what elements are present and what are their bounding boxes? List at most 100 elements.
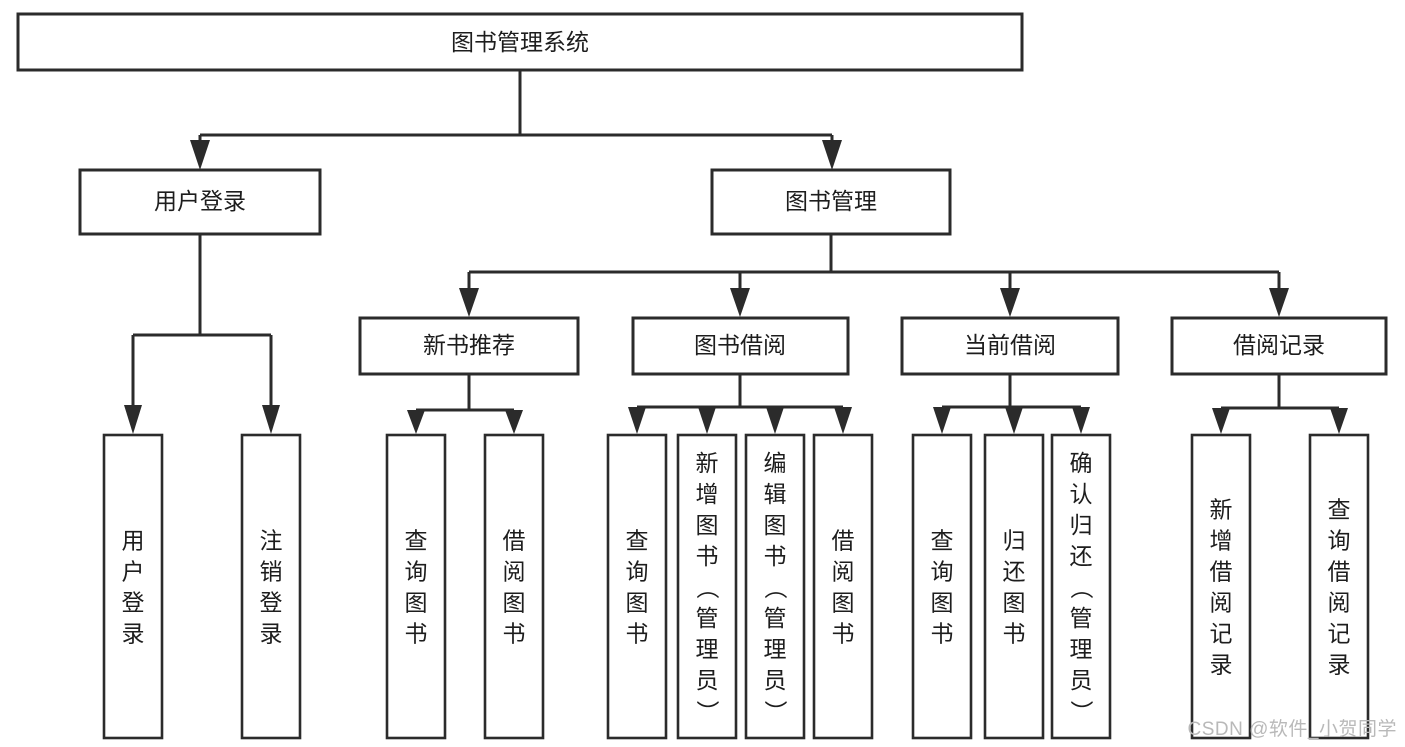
leaf-query-book-current-rect[interactable] — [911, 433, 973, 740]
leaf-node[interactable] — [102, 433, 164, 740]
node-borrow-record-rect[interactable] — [1170, 316, 1388, 376]
arrowhead-borrowrecord-leaf-2 — [1330, 408, 1348, 434]
svg-text:归: 归 — [1003, 528, 1026, 554]
svg-text:图: 图 — [832, 590, 855, 616]
leaf-query-book-borrow-rect[interactable] — [606, 433, 668, 740]
svg-text:管: 管 — [764, 605, 787, 631]
leaf-node[interactable] — [240, 433, 302, 740]
node-user-login-rect[interactable] — [78, 168, 322, 236]
leaf-node[interactable] — [1050, 433, 1112, 740]
svg-text:书: 书 — [764, 543, 787, 569]
leaf-user-login-rect[interactable] — [102, 433, 164, 740]
leaf-query-book-newrec-rect[interactable] — [385, 433, 447, 740]
svg-text:阅: 阅 — [1210, 590, 1233, 616]
svg-text:）: ） — [762, 700, 788, 723]
svg-text:登: 登 — [122, 590, 145, 616]
svg-text:增: 增 — [696, 481, 719, 507]
svg-text:阅: 阅 — [832, 559, 855, 585]
svg-text:录: 录 — [1210, 652, 1233, 678]
node-user-login[interactable]: 用户登录 — [78, 168, 322, 236]
svg-text:图: 图 — [764, 512, 787, 538]
svg-text:询: 询 — [626, 559, 649, 585]
node-root-rect[interactable] — [16, 12, 1024, 72]
svg-text:管: 管 — [1070, 605, 1093, 631]
leaf-logout-rect[interactable] — [240, 433, 302, 740]
node-borrow-record[interactable]: 借阅记录 — [1170, 316, 1388, 376]
node-current-borrow-label: 当前借阅 — [964, 332, 1056, 358]
svg-text:（: （ — [1068, 576, 1094, 599]
svg-text:书: 书 — [832, 621, 855, 647]
svg-text:询: 询 — [405, 559, 428, 585]
arrowhead-book-mgmt — [822, 140, 842, 170]
arrowhead-bookborrow-leaf-4 — [834, 407, 852, 434]
svg-text:录: 录 — [260, 621, 283, 647]
leaf-node[interactable] — [983, 433, 1045, 740]
arrowhead-book-borrow — [730, 288, 750, 317]
leaf-add-borrow-record-rect[interactable] — [1190, 433, 1252, 740]
arrowhead-borrowrecord-leaf-1 — [1212, 408, 1230, 434]
arrowhead-user-login — [190, 140, 210, 170]
arrowhead-leaf-logout — [262, 405, 280, 434]
svg-text:新: 新 — [696, 450, 719, 476]
svg-text:认: 认 — [1070, 481, 1093, 507]
leaf-node[interactable] — [744, 433, 806, 740]
node-book-borrow[interactable]: 图书借阅 — [631, 316, 850, 376]
svg-text:员: 员 — [764, 667, 787, 693]
svg-text:查: 查 — [626, 528, 649, 554]
leaf-label-layer: 用户登录注销登录查询图书借阅图书查询图书新增图书（管理员）编辑图书（管理员）借阅… — [122, 450, 1351, 723]
leaf-edit-book-admin-rect[interactable] — [744, 433, 806, 740]
leaf-add-book-admin-rect[interactable] — [676, 433, 738, 740]
node-book-management-rect[interactable] — [710, 168, 952, 236]
svg-text:）: ） — [1068, 700, 1094, 723]
svg-text:书: 书 — [1003, 621, 1026, 647]
leaf-borrow-book-rect[interactable] — [812, 433, 874, 740]
node-book-borrow-rect[interactable] — [631, 316, 850, 376]
arrowhead-bookborrow-leaf-1 — [628, 407, 646, 434]
leaf-query-borrow-record-rect[interactable] — [1308, 433, 1370, 740]
leaf-return-book-rect[interactable] — [983, 433, 1045, 740]
svg-text:图: 图 — [626, 590, 649, 616]
svg-text:阅: 阅 — [1328, 590, 1351, 616]
leaf-node[interactable] — [483, 433, 545, 740]
arrowhead-leaf-user-login — [124, 405, 142, 434]
leaf-node[interactable] — [812, 433, 874, 740]
leaf-node[interactable] — [1190, 433, 1252, 740]
leaf-borrow-book-newrec-rect[interactable] — [483, 433, 545, 740]
node-root[interactable]: 图书管理系统 — [16, 12, 1024, 72]
svg-text:图: 图 — [696, 512, 719, 538]
svg-text:管: 管 — [696, 605, 719, 631]
node-root-label: 图书管理系统 — [451, 29, 589, 55]
node-current-borrow-rect[interactable] — [900, 316, 1120, 376]
leaf-node[interactable] — [911, 433, 973, 740]
node-new-book-recommend-rect[interactable] — [358, 316, 580, 376]
node-book-borrow-label: 图书借阅 — [694, 332, 786, 358]
svg-text:借: 借 — [1210, 559, 1233, 585]
svg-text:（: （ — [694, 576, 720, 599]
leaf-node[interactable] — [606, 433, 668, 740]
leaf-node[interactable] — [1308, 433, 1370, 740]
node-borrow-record-label: 借阅记录 — [1233, 332, 1325, 358]
arrowhead-bookborrow-leaf-2 — [698, 407, 716, 434]
svg-text:书: 书 — [696, 543, 719, 569]
node-new-book-recommend-label: 新书推荐 — [423, 332, 515, 358]
svg-text:查: 查 — [405, 528, 428, 554]
leaf-node[interactable] — [676, 433, 738, 740]
svg-text:书: 书 — [405, 621, 428, 647]
arrowhead-currentborrow-leaf-1 — [933, 407, 951, 434]
svg-text:编: 编 — [764, 450, 787, 476]
svg-text:查: 查 — [1328, 497, 1351, 523]
leaf-confirm-return-admin-rect[interactable] — [1050, 433, 1112, 740]
leaf-node[interactable] — [385, 433, 447, 740]
node-book-management[interactable]: 图书管理 — [710, 168, 952, 236]
svg-text:理: 理 — [764, 636, 787, 662]
node-new-book-recommend[interactable]: 新书推荐 — [358, 316, 580, 376]
node-current-borrow[interactable]: 当前借阅 — [900, 316, 1120, 376]
svg-text:还: 还 — [1070, 543, 1093, 569]
